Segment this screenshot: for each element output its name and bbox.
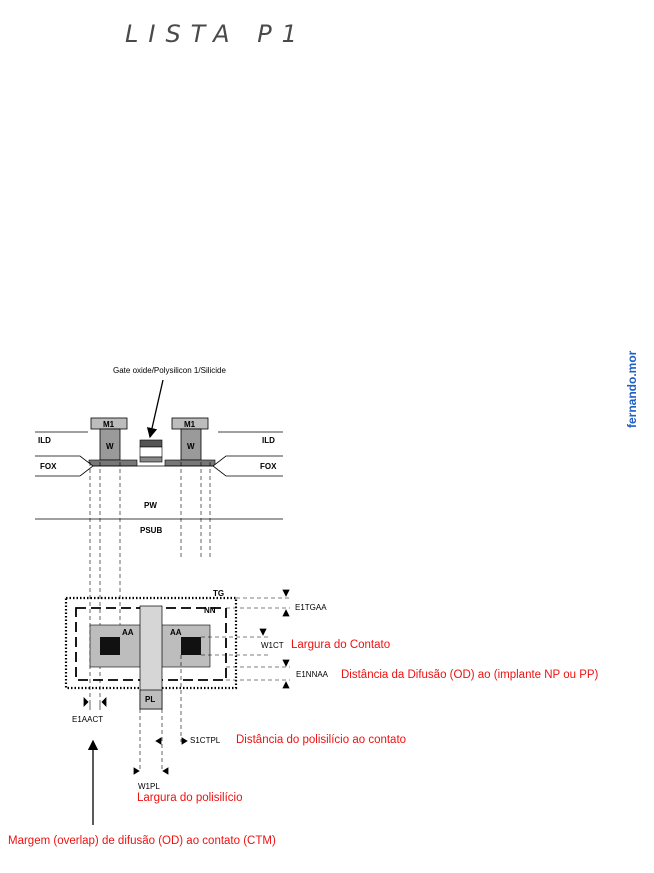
pw-label: PW	[144, 501, 157, 510]
poly-pad	[139, 689, 163, 710]
m1-left-label: M1	[103, 420, 115, 429]
w1ct-description: Largura do Contato	[291, 639, 390, 651]
gate-poly	[139, 446, 163, 458]
e1nnaa-label: E1NNAA	[296, 670, 329, 679]
w-left-label: W	[106, 442, 114, 451]
handwritten-title: LISTA P1	[125, 20, 307, 48]
gate-stack-label: Gate oxide/Polysilicon 1/Silicide	[113, 366, 226, 375]
pl-label: PL	[145, 695, 155, 704]
gate-silicide	[139, 439, 163, 448]
layout-view: TG NN AA AA PL	[64, 589, 290, 775]
tg-label: TG	[213, 589, 224, 598]
dimension-arrows	[83, 589, 290, 775]
gate-arrow	[146, 379, 164, 439]
dimension-extensions	[139, 597, 290, 772]
w1ct-label: W1CT	[261, 641, 284, 650]
tg-boundary	[64, 596, 238, 690]
ild-right-label: ILD	[262, 436, 275, 445]
contact-right	[181, 637, 201, 655]
psub-label: PSUB	[140, 526, 162, 535]
aa-left-label: AA	[122, 628, 134, 637]
gate-oxide	[139, 456, 163, 463]
e1nnaa-description: Distância da Difusão (OD) ao (implante N…	[341, 669, 599, 681]
nn-label: NN	[204, 606, 216, 615]
diffusion-right	[164, 459, 216, 467]
diffusion-left	[88, 459, 138, 467]
e1aact-description: Margem (overlap) de difusão (OD) ao cont…	[8, 835, 276, 847]
blank-page-area	[0, 0, 654, 340]
e1aact-label: E1AACT	[72, 715, 103, 724]
s1ctpl-label: S1CTPL	[190, 736, 221, 745]
w1pl-label: W1PL	[138, 782, 160, 791]
m1-right-label: M1	[184, 420, 196, 429]
aa-right-label: AA	[170, 628, 182, 637]
side-watermark: fernando.mor	[625, 350, 639, 428]
s1ctpl-description: Distância do polisilício ao contato	[236, 734, 406, 746]
w-right-label: W	[187, 442, 195, 451]
w1pl-description: Largura do polisilício	[137, 792, 242, 804]
fox-left-label: FOX	[40, 462, 57, 471]
fox-right-label: FOX	[260, 462, 277, 471]
ild-left-label: ILD	[38, 436, 51, 445]
contact-left	[100, 637, 120, 655]
e1tgaa-label: E1TGAA	[295, 603, 327, 612]
rule-annotations: E1TGAA W1CT Largura do Contato E1NNAA Di…	[8, 603, 599, 847]
